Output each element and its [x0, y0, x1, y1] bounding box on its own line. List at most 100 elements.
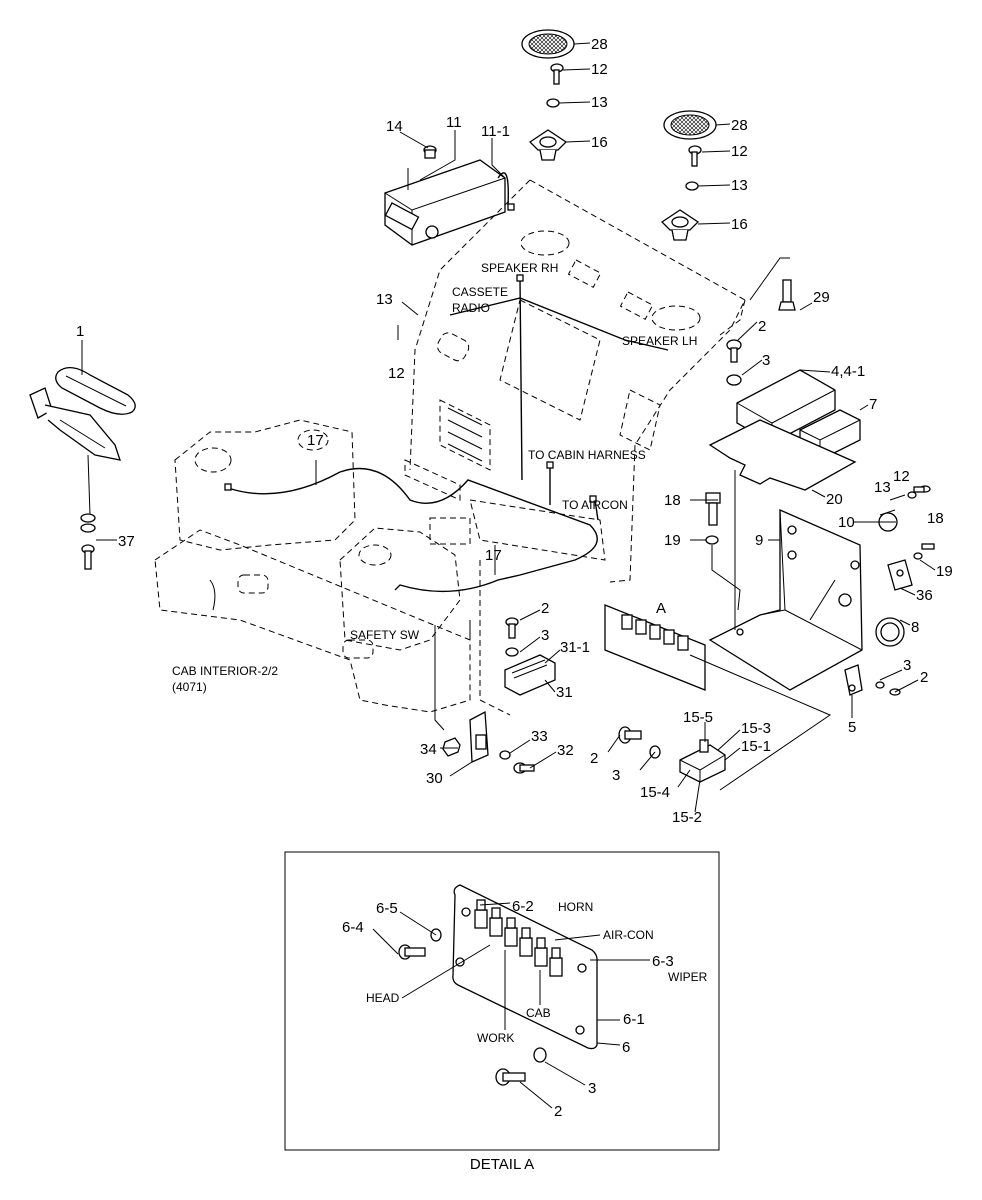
speaker-grille-lh — [663, 110, 717, 140]
detail-washer-3 — [533, 1047, 547, 1063]
speaker-16-rh — [528, 129, 568, 161]
callout-30: 30 — [426, 770, 443, 787]
note-cab-interior: CAB INTERIOR-2/2 — [172, 664, 278, 678]
detail-a-panel — [452, 884, 598, 1050]
speaker-grille-rh — [521, 29, 575, 59]
callout-36: 36 — [916, 587, 933, 604]
cab-interior-outline — [154, 419, 606, 731]
note-to-cabin-harness: TO CABIN HARNESS — [528, 448, 646, 462]
callout-12: 12 — [731, 143, 748, 160]
callout-29: 29 — [813, 289, 830, 306]
callout-13: 13 — [731, 177, 748, 194]
callout-7: 7 — [869, 396, 877, 413]
detail-label-wiper: WIPER — [668, 970, 708, 984]
callout-15-3: 15-3 — [741, 720, 771, 737]
cab-rear-panel — [404, 179, 746, 583]
screw-32 — [513, 762, 535, 774]
washer-19 — [705, 535, 719, 545]
callout-19: 19 — [664, 532, 681, 549]
washer-3-right — [726, 374, 742, 386]
callout-31: 31 — [556, 684, 573, 701]
nut-34 — [442, 737, 461, 757]
callout-3: 3 — [612, 767, 620, 784]
detail-label-air-con: AIR-CON — [603, 928, 654, 942]
callout-32: 32 — [557, 742, 574, 759]
callout-19: 19 — [936, 563, 953, 580]
bracket-20 — [708, 419, 857, 491]
callout-20: 20 — [826, 491, 843, 508]
callout-28: 28 — [591, 36, 608, 53]
detail-callout-6-5: 6-5 — [376, 900, 398, 917]
screw-29 — [778, 279, 796, 311]
callout-15-1: 15-1 — [741, 738, 771, 755]
detail-label-work: WORK — [477, 1031, 514, 1045]
callout-28: 28 — [731, 117, 748, 134]
callout-2: 2 — [920, 669, 928, 686]
detail-callout-6-3: 6-3 — [652, 953, 674, 970]
screw-12-top — [550, 63, 564, 85]
callout-18: 18 — [664, 492, 681, 509]
detail-callout-6-2: 6-2 — [512, 898, 534, 915]
armrest-bracket — [29, 387, 121, 516]
bolt-18 — [705, 492, 721, 526]
detail-a-labels: 6-5 6-4 6-2 HORN AIR-CON 6-3 WIPER HEAD … — [342, 898, 708, 1120]
callout-13: 13 — [591, 94, 608, 111]
callout-11: 11 — [446, 114, 462, 131]
detail-screw-2 — [495, 1068, 526, 1086]
callout-15-4: 15-4 — [640, 784, 670, 801]
screw-2-switch — [618, 726, 642, 744]
callout-14: 14 — [386, 118, 403, 135]
screw-2-center — [505, 617, 519, 639]
callout-33: 33 — [531, 728, 548, 745]
note-cassete: CASSETE — [452, 285, 508, 299]
grip-handle-1 — [55, 367, 136, 415]
callout-3: 3 — [903, 657, 911, 674]
callout-9: 9 — [755, 532, 763, 549]
note-cab-interior-ref: (4071) — [172, 680, 207, 694]
callout-12: 12 — [893, 468, 910, 485]
callout-37: 37 — [118, 533, 135, 550]
detail-callout-2: 2 — [554, 1103, 562, 1120]
note-speaker-lh: SPEAKER LH — [622, 334, 697, 348]
callout-17: 17 — [485, 547, 502, 564]
callout-13: 13 — [874, 479, 891, 496]
callout-4-4-1: 4,4-1 — [831, 363, 865, 380]
bracket-36 — [887, 559, 913, 591]
callout-34: 34 — [420, 741, 437, 758]
detail-a-frame — [284, 851, 720, 1151]
callout-16: 16 — [591, 134, 608, 151]
callout-18: 18 — [927, 510, 944, 527]
detail-label-cab: CAB — [526, 1006, 551, 1020]
note-speaker-rh: SPEAKER RH — [481, 261, 558, 275]
wire-harness — [224, 274, 669, 593]
detail-callout-6: 6 — [622, 1039, 630, 1056]
callout-12: 12 — [591, 61, 608, 78]
callout-17: 17 — [307, 432, 324, 449]
detail-screw-6-4 — [398, 944, 426, 960]
detail-label-head: HEAD — [366, 991, 400, 1005]
note-safety-sw: SAFETY SW — [350, 628, 420, 642]
callout-2: 2 — [590, 750, 598, 767]
harness-notes: SPEAKER RH CASSETE RADIO SPEAKER LH TO C… — [172, 261, 697, 694]
mount-bracket-9 — [708, 509, 863, 691]
callout-a: A — [656, 600, 666, 617]
detail-callout-3: 3 — [588, 1080, 596, 1097]
bracket-5 — [844, 664, 901, 696]
switch-15 — [679, 739, 726, 783]
callout-labels: 28 12 13 16 28 12 13 16 14 11 11-1 13 12… — [76, 36, 953, 826]
connector-31 — [504, 654, 556, 696]
detail-a-caption: DETAIL A — [470, 1156, 534, 1173]
callout-3: 3 — [762, 352, 770, 369]
washer-3-center — [505, 647, 519, 657]
callout-10: 10 — [838, 514, 855, 531]
screw-12-right — [907, 485, 931, 499]
callout-15-2: 15-2 — [672, 809, 702, 826]
knob-14 — [423, 145, 437, 159]
screw-12-mid — [688, 145, 702, 167]
callout-3: 3 — [541, 627, 549, 644]
note-radio: RADIO — [452, 301, 490, 315]
callout-1: 1 — [76, 323, 84, 340]
radio-unit-11 — [384, 159, 515, 246]
callout-5: 5 — [848, 719, 856, 736]
